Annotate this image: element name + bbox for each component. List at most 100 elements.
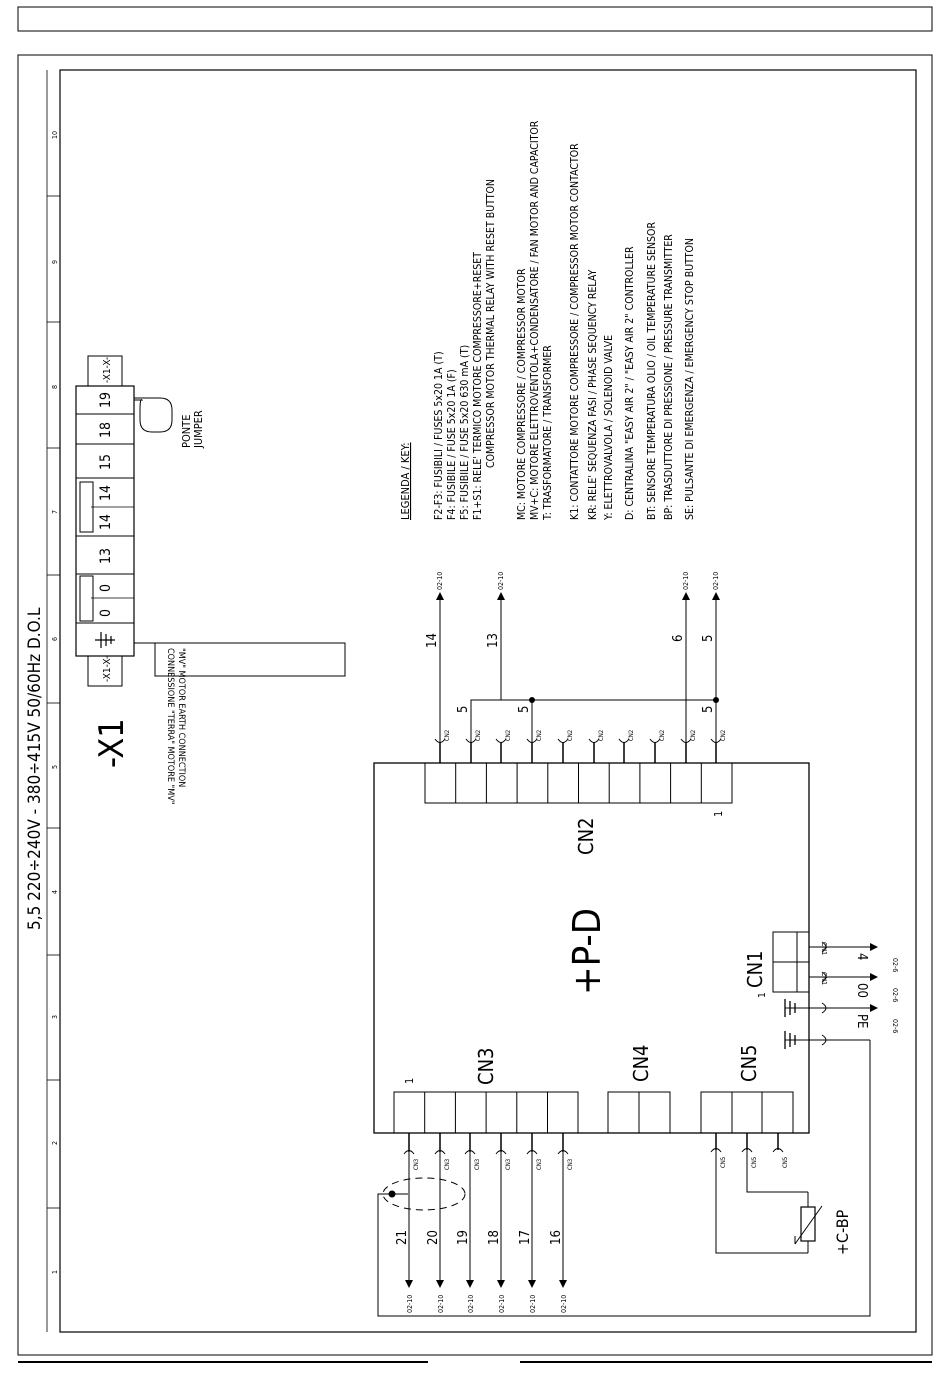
ruler-label: 5: [51, 765, 59, 769]
wire-tag: CN2: [567, 730, 574, 741]
plug-icon: [557, 738, 569, 743]
wire-ref: 02-10: [436, 572, 444, 590]
board-name: +P-D: [565, 908, 609, 995]
terminal-end-label-bottom: -X1-X-: [102, 656, 113, 682]
legend: LEGENDA / KEY: F2-F3: FUSIBILI / FUSES 5…: [399, 120, 696, 521]
wire-tag: CN5: [782, 1157, 789, 1168]
arrow-icon: [528, 1280, 536, 1288]
earth-icon: [784, 1031, 870, 1049]
terminal-strip: [75, 385, 135, 657]
wire-tag: CN1: [820, 942, 828, 955]
wire-label: 17: [518, 1230, 533, 1245]
ruler-label: 7: [51, 510, 59, 514]
jumper-loop: [134, 397, 173, 433]
legend-item: MC: MOTORE COMPRESSORE / COMPRESSOR MOTO…: [516, 268, 528, 520]
ruler-label: 2: [51, 1141, 59, 1145]
legend-item: SE: PULSANTE DI EMERGENZA / EMERGENCY ST…: [684, 238, 696, 520]
wire-label: PE: [854, 1014, 869, 1028]
arrow-icon: [712, 592, 720, 600]
plug-icon: [557, 1150, 569, 1155]
plug-icon: [526, 1150, 538, 1155]
junction-dot: [529, 697, 535, 703]
shield-earth-wire: [377, 1040, 871, 1317]
outer-frame: [17, 54, 933, 1356]
pin1-label: 1: [757, 992, 768, 998]
legend-item: BP: TRASDUTTORE DI PRESSIONE / PRESSURE …: [663, 234, 675, 520]
terminal-label: 14: [98, 514, 114, 530]
plug-icon: [434, 1150, 446, 1155]
connector-cn1-label: CN1: [743, 951, 767, 988]
plug-icon: [618, 738, 630, 743]
arrow-icon: [870, 973, 878, 981]
wire-label: 16: [549, 1230, 564, 1245]
connector-cn5: [700, 1091, 794, 1134]
connector-cn4-label: CN4: [629, 1045, 653, 1082]
wire-label: 20: [426, 1230, 441, 1245]
arrow-icon: [497, 592, 505, 600]
plug-icon: [526, 738, 538, 743]
wire-tag: CN3: [505, 1159, 512, 1170]
pin1-label: 1: [712, 811, 725, 817]
wire-label: 19: [456, 1230, 471, 1245]
ruler-label: 1: [51, 1270, 59, 1274]
junction-dot: [713, 697, 719, 703]
sensor-label: +C-BP: [833, 1209, 852, 1255]
legend-item: D: CENTRALINA "EASY AIR 2" / "EASY AIR 2…: [624, 246, 636, 520]
earth-note-box: [154, 642, 346, 677]
connector-cn5-label: CN5: [737, 1045, 761, 1082]
wire-ref: 02-10: [467, 1295, 475, 1313]
plug-icon: [649, 738, 661, 743]
wire-tag: CN3: [413, 1159, 420, 1170]
plug-icon: [403, 1150, 415, 1155]
arrow-icon: [405, 1280, 413, 1288]
wire-tag: CN5: [720, 1157, 727, 1168]
legend-item: F1+S1: RELE' TERMICO MOTORE COMPRESSORE+…: [472, 252, 484, 520]
terminal-label: 14: [98, 485, 114, 501]
wire-tag: CN2: [505, 730, 512, 741]
pin1-label: 1: [403, 1078, 416, 1084]
wire-ref: 02-6: [891, 1019, 899, 1033]
wire-tag: CN2: [628, 730, 635, 741]
legend-item: KR: RELE' SEQUENZA FASI / PHASE SEQUENCY…: [587, 269, 599, 520]
wire-tag: CN2: [690, 730, 697, 741]
plug-icon: [821, 1002, 827, 1014]
plug-icon: [710, 1148, 722, 1153]
wire: [715, 1150, 808, 1254]
ruler-label: 10: [51, 131, 59, 139]
legend-item: BT: SENSORE TEMPERATURA OLIO / OIL TEMPE…: [646, 222, 658, 520]
terminal-label: 0: [98, 609, 114, 617]
wire-tag: CN2: [659, 730, 666, 741]
legend-item: Y: ELETTROVALVOLA / SOLENOID VALVE: [603, 335, 615, 521]
wire-tag: CN2: [444, 730, 451, 741]
wire-ref: 02-10: [437, 1295, 445, 1313]
legend-item: COMPRESSOR MOTOR THERMAL RELAY WITH RESE…: [485, 179, 497, 468]
variable-resistor-icon: [794, 1205, 823, 1245]
wire-ref: 02-10: [497, 572, 505, 590]
arrow-icon: [870, 943, 878, 951]
ruler-label: 9: [51, 260, 59, 264]
wire-label: 5: [517, 706, 532, 713]
wire-tag: CN5: [751, 1157, 758, 1168]
plug-icon: [495, 738, 507, 743]
terminal-label: 18: [98, 422, 114, 438]
plug-icon: [680, 738, 692, 743]
pressure-transmitter-symbol: [800, 1206, 816, 1242]
jumper-label-ita: PONTE: [180, 415, 193, 448]
earth-note-eng: "MV" MOTOR EARTH CONNECTION: [176, 648, 186, 787]
wire-label: 21: [395, 1230, 410, 1245]
wire-label: 5: [701, 635, 716, 642]
wire-label: 4: [854, 953, 869, 960]
wire-tag: CN3: [536, 1159, 543, 1170]
arrow-icon: [559, 1280, 567, 1288]
terminal-label: 13: [98, 548, 114, 564]
earth-terminal-icon: [95, 632, 115, 648]
wire-tag: CN2: [475, 730, 482, 741]
connector-cn3-label: CN3: [474, 1048, 498, 1085]
wire-label: 5: [456, 706, 471, 713]
arrow-icon: [436, 1280, 444, 1288]
wire-tag: CN2: [720, 730, 727, 741]
